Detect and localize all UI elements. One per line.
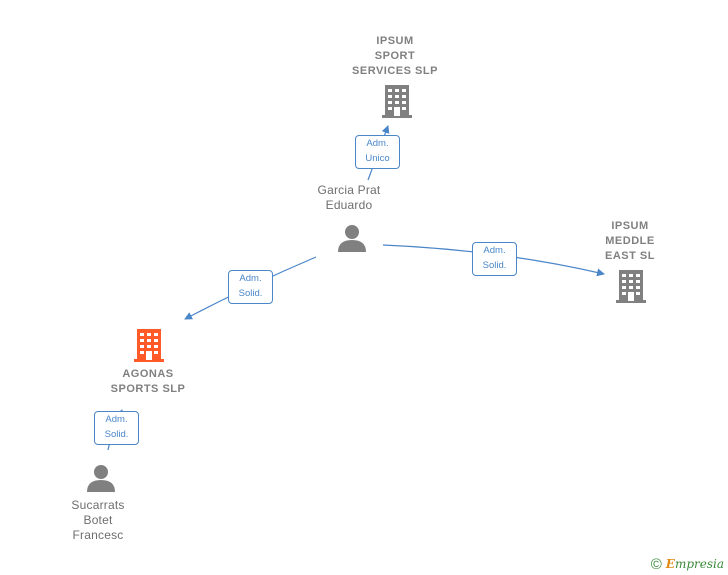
copyright-footer: ©Empresia	[651, 556, 724, 573]
label-line: IPSUM	[376, 35, 414, 47]
edge-role-line: Solid.	[104, 429, 129, 440]
label-line: Sucarrats	[71, 498, 125, 512]
brand-logo: Empresia	[666, 557, 724, 571]
label-line: EAST SL	[605, 250, 655, 262]
edge-role-box: Adm. Solid.	[228, 270, 273, 304]
label-line: SPORT	[374, 50, 416, 62]
label-line: AGONAS	[122, 368, 174, 380]
edge-role-line: Adm.	[366, 138, 389, 149]
person-label-garcia[interactable]: Garcia Prat Eduardo	[299, 183, 399, 213]
person-label-sucarrats[interactable]: Sucarrats Botet Francesc	[48, 498, 148, 543]
edge-role-box: Adm. Solid.	[94, 411, 139, 445]
building-main-icon	[134, 329, 164, 362]
copyright-icon: ©	[650, 556, 662, 573]
edge-role-line: Adm.	[483, 245, 506, 256]
edge-role-line: Solid.	[482, 260, 507, 271]
label-line: Eduardo	[325, 198, 373, 212]
company-label-ipsum-meddle[interactable]: IPSUM MEDDLE EAST SL	[578, 219, 682, 264]
edge-role-line: Solid.	[238, 288, 263, 299]
edge-role-box: Adm. Solid.	[472, 242, 517, 276]
building-icon	[382, 85, 412, 118]
label-line: IPSUM	[611, 220, 649, 232]
label-line: SERVICES SLP	[352, 65, 438, 77]
edge-role-line: Unico	[365, 153, 390, 164]
label-line: MEDDLE	[605, 235, 655, 247]
company-label-ipsum-sport[interactable]: IPSUM SPORT SERVICES SLP	[340, 34, 450, 79]
label-line: Garcia Prat	[317, 183, 381, 197]
edge-role-line: Adm.	[239, 273, 262, 284]
company-label-agonas[interactable]: AGONAS SPORTS SLP	[92, 367, 204, 397]
brand-initial: E	[665, 557, 675, 571]
building-icon	[616, 270, 646, 303]
person-icon	[87, 465, 115, 492]
edge-role-line: Adm.	[105, 414, 128, 425]
label-line: SPORTS SLP	[110, 383, 186, 395]
person-icon	[338, 225, 366, 252]
edge-role-box: Adm. Unico	[355, 135, 400, 169]
label-line: Francesc	[72, 528, 124, 542]
brand-name: mpresia	[674, 557, 724, 571]
label-line: Botet	[83, 513, 113, 527]
